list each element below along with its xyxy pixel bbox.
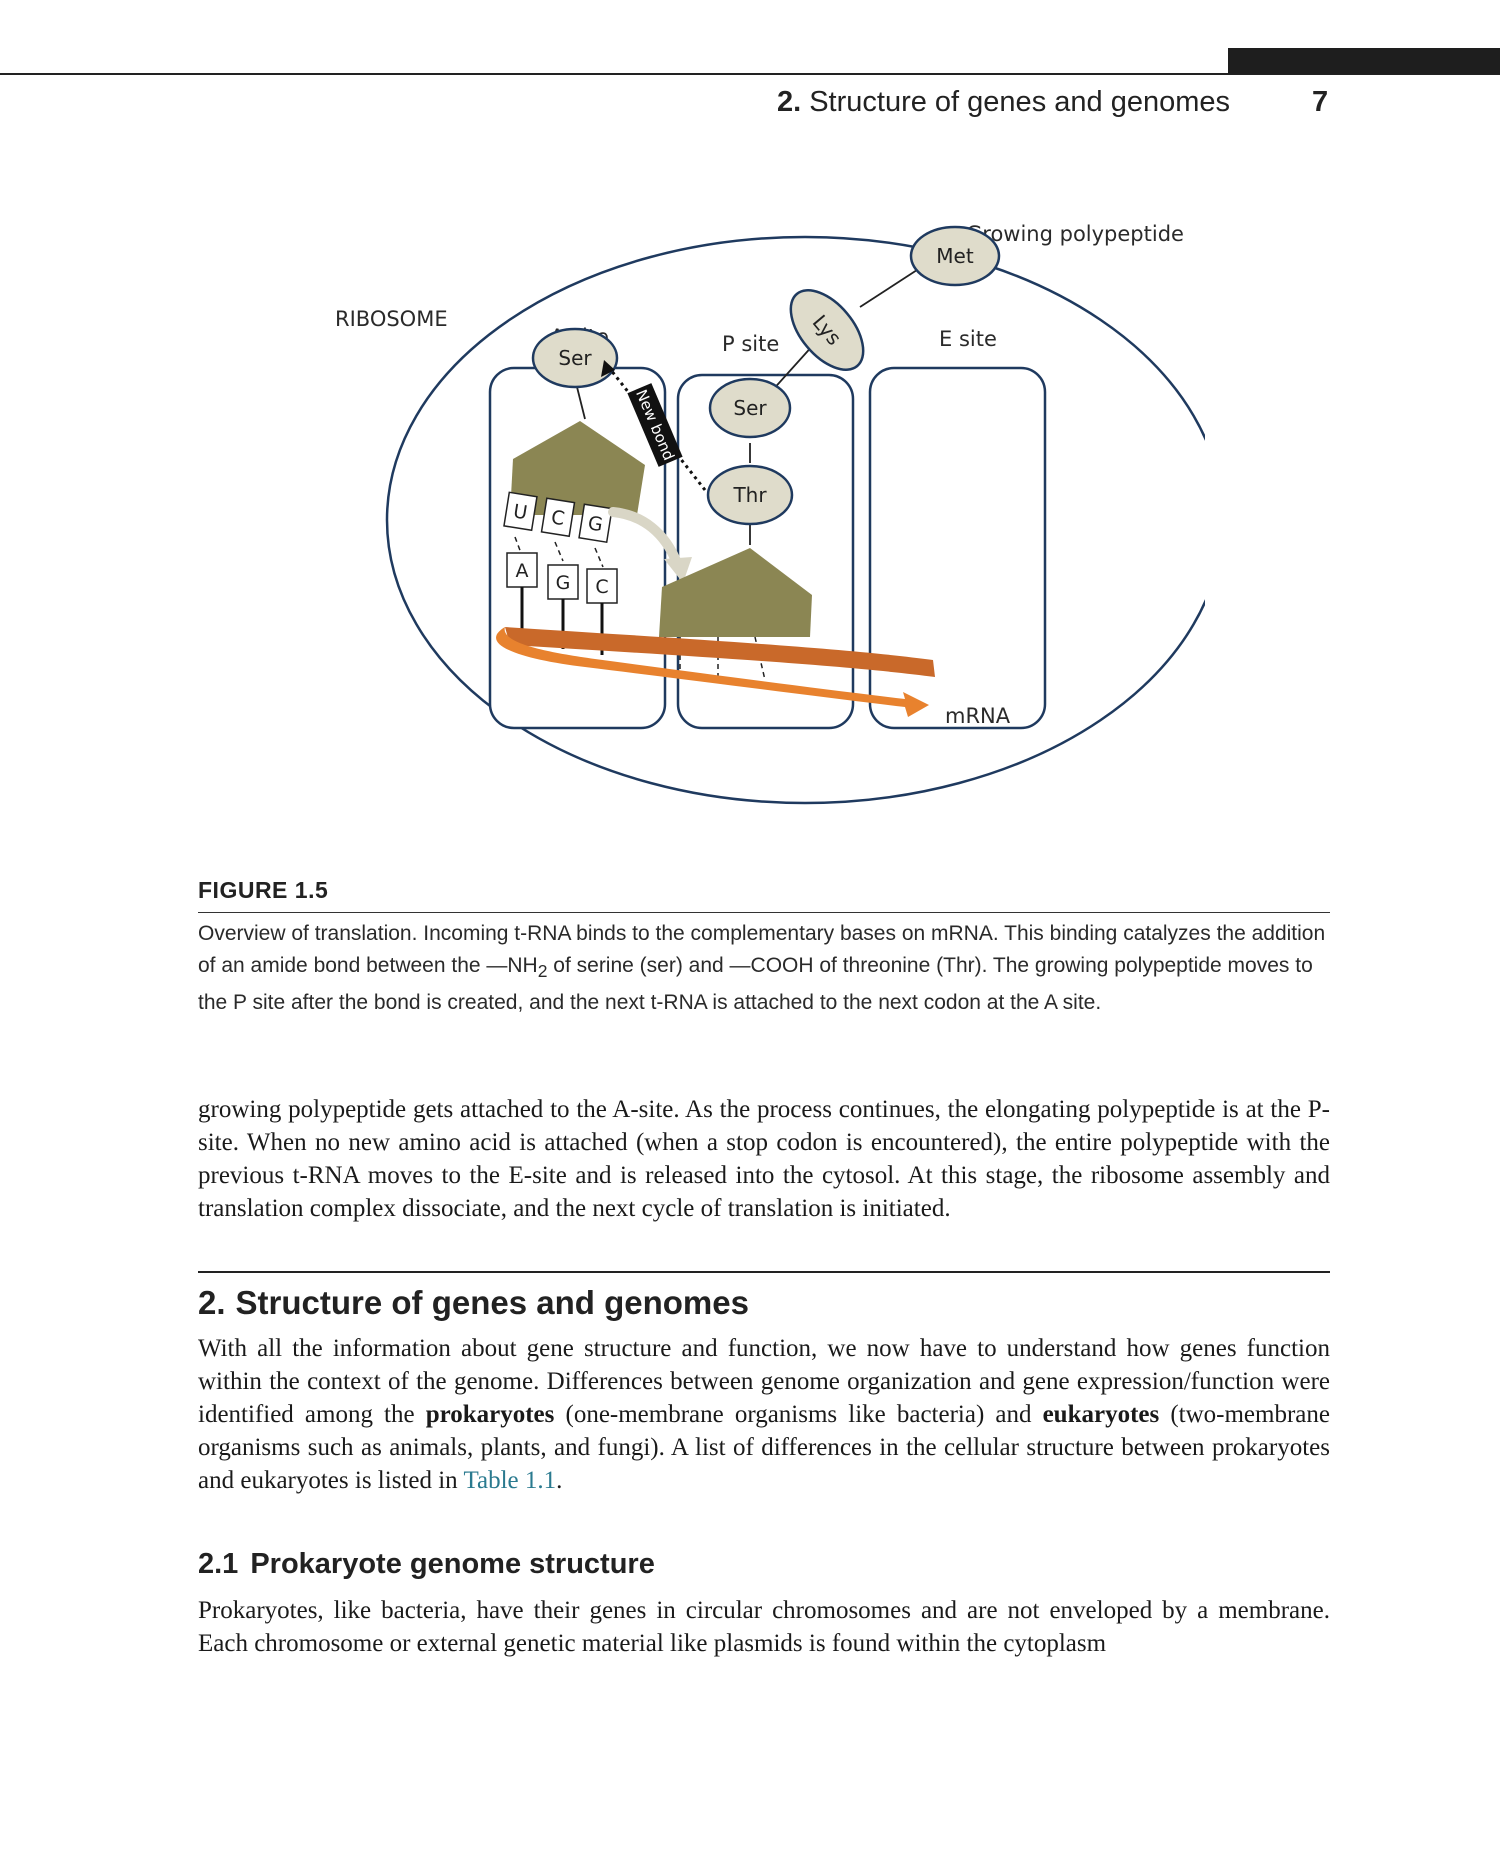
paragraph-2-text-4: .: [556, 1467, 562, 1494]
running-head-number: 2.: [777, 86, 801, 118]
bond-met-lys: [860, 270, 917, 307]
section-title: Structure of genes and genomes: [236, 1284, 749, 1321]
ribosome-label: RIBOSOME: [335, 307, 448, 331]
codon-base-1: A: [516, 560, 529, 582]
table-1-1-link[interactable]: Table 1.1: [463, 1467, 556, 1494]
amino-acid-ser-a-label: Ser: [558, 346, 592, 370]
p-site-label: P site: [722, 332, 779, 356]
running-head: 2.Structure of genes and genomes: [777, 86, 1230, 119]
paragraph-3: Prokaryotes, like bacteria, have their g…: [198, 1594, 1330, 1660]
codon-base-3: C: [595, 576, 608, 598]
running-head-title: Structure of genes and genomes: [809, 86, 1230, 118]
header-tab-bar: [1228, 48, 1500, 74]
term-prokaryotes: prokaryotes: [426, 1401, 555, 1428]
subsection-title: Prokaryote genome structure: [250, 1548, 655, 1580]
amino-acid-ser-p-label: Ser: [733, 396, 767, 420]
amino-acid-met-label: Met: [936, 244, 974, 268]
term-eukaryotes: eukaryotes: [1043, 1401, 1160, 1428]
section-heading: 2. Structure of genes and genomes: [198, 1284, 749, 1322]
figure-caption: Overview of translation. Incoming t-RNA …: [198, 918, 1330, 1019]
e-site-label: E site: [939, 327, 997, 351]
mrna-label: mRNA: [945, 704, 1011, 728]
e-site-box: [870, 368, 1045, 728]
paragraph-1: growing polypeptide gets attached to the…: [198, 1093, 1330, 1225]
amino-acid-thr-label: Thr: [732, 483, 767, 507]
figure-label: FIGURE 1.5: [198, 877, 328, 904]
page-number: 7: [1312, 86, 1328, 119]
section-number: 2.: [198, 1284, 226, 1321]
translation-diagram: Growing polypeptide RIBOSOME A site P si…: [325, 215, 1205, 865]
growing-polypeptide-label: Growing polypeptide: [966, 222, 1184, 246]
codon-base-2: G: [556, 572, 571, 594]
subsection-number: 2.1: [198, 1548, 238, 1580]
paragraph-2-text-2: (one-membrane organisms like bacteria) a…: [554, 1401, 1042, 1428]
a-site-box: [490, 368, 665, 728]
caption-subscript: 2: [538, 961, 548, 981]
subsection-heading: 2.1 Prokaryote genome structure: [198, 1548, 655, 1581]
caption-rule: [198, 912, 1330, 913]
paragraph-2: With all the information about gene stru…: [198, 1332, 1330, 1497]
translation-figure: Growing polypeptide RIBOSOME A site P si…: [325, 215, 1205, 865]
section-rule: [198, 1271, 1330, 1273]
